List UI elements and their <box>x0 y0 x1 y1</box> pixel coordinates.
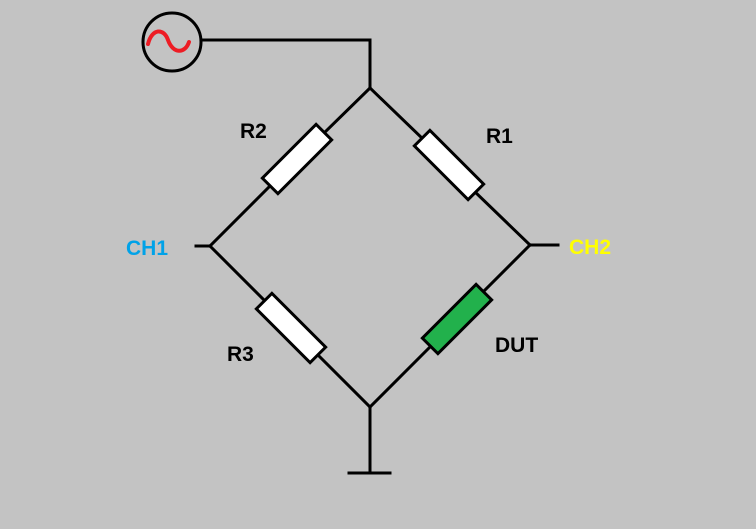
wire-r1-to-ch2-node <box>471 188 533 248</box>
resistor-r3 <box>254 291 328 365</box>
wire-ch1-node-to-r3 <box>207 243 269 305</box>
wire-dut-to-bottom <box>367 342 435 410</box>
label-dut: DUT <box>495 334 539 357</box>
resistor-r1 <box>412 128 486 202</box>
label-ch2: CH2 <box>569 236 612 259</box>
source-wire <box>199 38 372 90</box>
resistor-dut <box>420 282 494 356</box>
wire-r2-to-ch1-node <box>207 181 275 249</box>
wire-r3-to-bottom <box>313 350 373 410</box>
label-r3: R3 <box>227 343 254 366</box>
ac-source-icon <box>141 11 203 73</box>
wire-ch2-node-to-dut <box>479 242 533 296</box>
resistor-r2 <box>260 122 334 196</box>
label-r2: R2 <box>240 120 267 143</box>
wire-top-to-r1 <box>367 85 427 143</box>
label-r1: R1 <box>486 125 513 148</box>
ground-icon <box>347 405 392 475</box>
wire-top-to-r2 <box>319 85 373 138</box>
label-ch1: CH1 <box>126 237 169 260</box>
